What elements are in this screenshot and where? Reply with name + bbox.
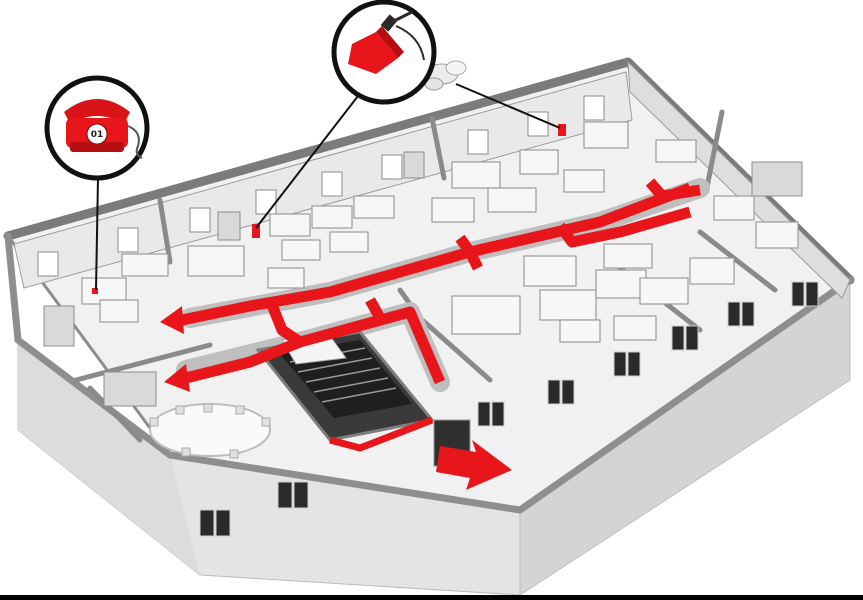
back-wall xyxy=(13,71,633,289)
phone-number-label: 01 xyxy=(91,130,104,140)
callout-leaders xyxy=(95,83,561,291)
facade-windows xyxy=(199,281,819,537)
exit-arrow-icon xyxy=(433,419,512,490)
evacuation-route xyxy=(180,178,701,385)
fire-extinguisher-icon xyxy=(348,10,425,74)
office-furniture xyxy=(81,121,799,343)
callout-extinguisher xyxy=(331,0,437,105)
shelving xyxy=(43,151,803,407)
route-arrowheads xyxy=(160,306,190,392)
equipment-markers xyxy=(92,124,566,294)
meeting-table-icon xyxy=(149,403,271,459)
emergency-phone-icon: 01 xyxy=(64,99,143,159)
callout-phone: 01 xyxy=(44,75,150,181)
